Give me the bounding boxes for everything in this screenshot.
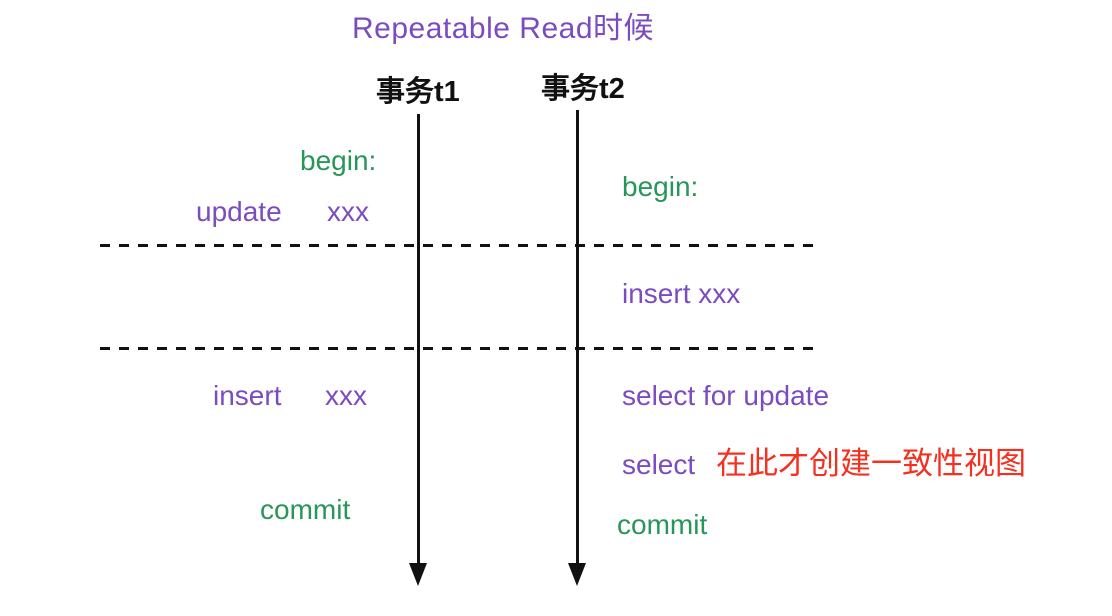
- t1-update-arg-label: xxx: [327, 196, 369, 227]
- arrow-down-icon: [409, 563, 428, 586]
- t2-begin-label: begin:: [622, 171, 699, 202]
- transaction-t1-header: 事务t1: [376, 76, 460, 108]
- t2-select-annotation: 在此才创建一致性视图: [716, 446, 1026, 481]
- t1-insert-label: insert: [213, 380, 282, 411]
- dashed-separator-bottom: [100, 347, 816, 350]
- t1-begin-label: begin:: [300, 145, 377, 176]
- dashed-separator-top: [100, 244, 816, 247]
- t2-timeline: [568, 110, 587, 586]
- t2-commit-label: commit: [617, 509, 708, 540]
- t2-select-label: select: [622, 449, 696, 480]
- t1-update-label: update: [196, 196, 282, 227]
- t1-insert-arg-label: xxx: [325, 380, 367, 411]
- transaction-t2-header: 事务t2: [541, 73, 625, 105]
- arrow-down-icon: [568, 563, 587, 586]
- t1-timeline: [409, 114, 428, 586]
- t2-select-for-update-label: select for update: [622, 380, 830, 411]
- t1-commit-label: commit: [260, 494, 351, 525]
- t2-insert-label: insert xxx: [622, 278, 741, 309]
- diagram-title: Repeatable Read时候: [352, 12, 655, 45]
